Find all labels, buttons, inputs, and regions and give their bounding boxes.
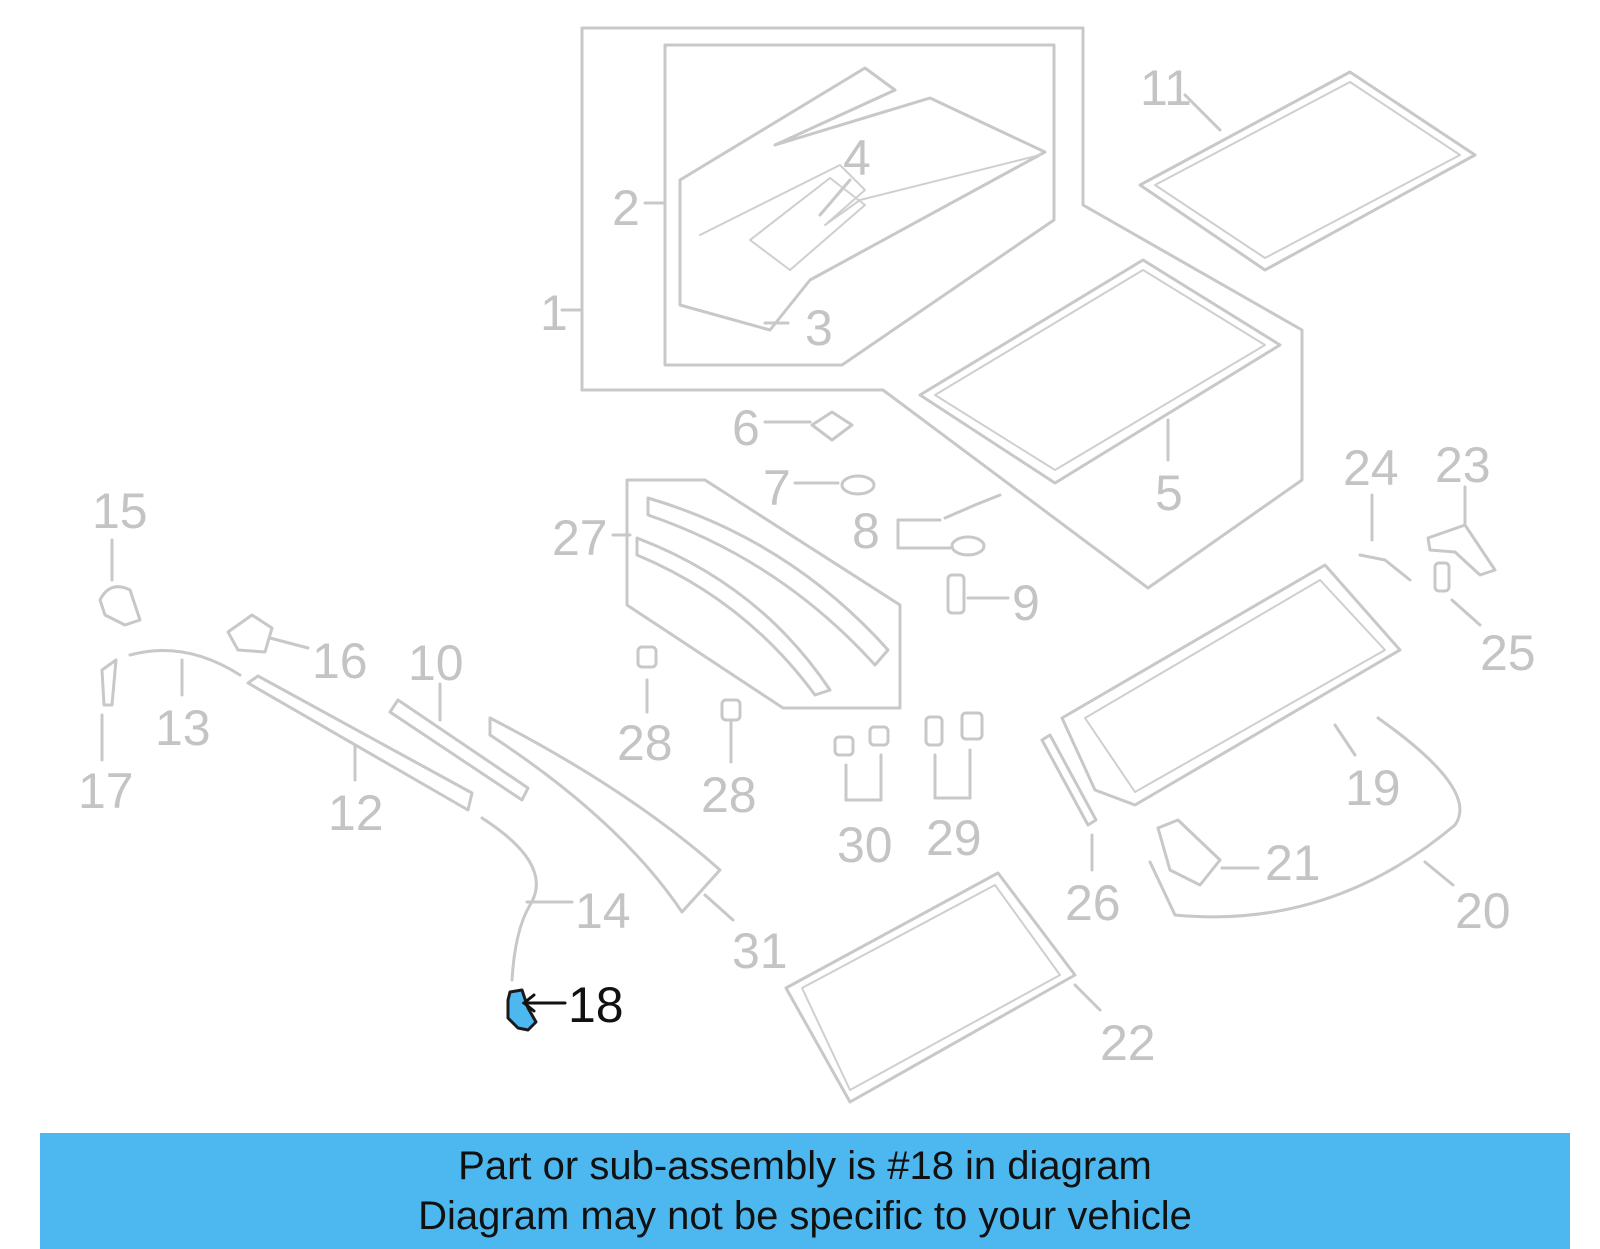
callout-19: 19 — [1345, 760, 1401, 816]
part-21-bracket — [1156, 818, 1222, 887]
part-13-seal — [128, 649, 242, 677]
callout-10: 10 — [408, 635, 464, 691]
callout-26: 26 — [1065, 875, 1121, 931]
part-22-glass — [784, 871, 1077, 1104]
part-27-frame — [625, 478, 902, 710]
callout-16: 16 — [312, 633, 368, 689]
part-11-panel-inner — [1154, 81, 1461, 259]
part-28-plug-2 — [720, 698, 742, 722]
part-17-fastener — [100, 658, 118, 707]
callout-5: 5 — [1155, 465, 1183, 521]
part-23-bracket — [1426, 523, 1497, 577]
callout-31: 31 — [732, 923, 788, 979]
callout-7: 7 — [763, 460, 791, 516]
banner-line-2: Diagram may not be specific to your vehi… — [418, 1194, 1192, 1238]
callout-13: 13 — [155, 700, 211, 756]
part-26-strip — [1040, 733, 1098, 827]
callout-18-arrowhead — [521, 993, 536, 1013]
part-20-seal — [1148, 716, 1462, 919]
part-29-bolt — [924, 715, 944, 747]
callout-17: 17 — [78, 763, 134, 819]
callout-28-second: 28 — [701, 767, 757, 823]
info-banner: Part or sub-assembly is #18 in diagram D… — [40, 1133, 1570, 1249]
part-31-molding — [488, 716, 722, 914]
callout-30: 30 — [837, 817, 893, 873]
part-9-bolt — [946, 573, 966, 615]
part-12-rail — [246, 674, 474, 812]
callout-2: 2 — [612, 180, 640, 236]
part-5-glass — [918, 258, 1282, 485]
callout-23: 23 — [1435, 437, 1491, 493]
callout-24: 24 — [1343, 440, 1399, 496]
callout-6: 6 — [732, 400, 760, 456]
callout-18: 18 — [568, 977, 624, 1033]
part-27-rail-lower — [635, 536, 832, 697]
part-29-bolt-2 — [960, 711, 984, 741]
callout-22: 22 — [1100, 1015, 1156, 1071]
callout-12: 12 — [328, 785, 384, 841]
part-24-hinge — [1358, 553, 1412, 582]
callout-1: 1 — [540, 285, 568, 341]
part-28-plug — [636, 645, 658, 669]
part-8-bracket — [943, 493, 1002, 520]
part-5-glass-inner — [934, 269, 1266, 471]
callout-11: 11 — [1140, 60, 1192, 116]
part-25-bolt — [1433, 561, 1451, 593]
callout-27: 27 — [552, 510, 608, 566]
callout-29: 29 — [926, 810, 982, 866]
part-11-panel — [1138, 70, 1477, 272]
assembly-1-frame — [580, 26, 1304, 590]
part-19-window — [1060, 563, 1402, 807]
part-14-hose — [480, 816, 538, 982]
part-8-washer — [950, 535, 986, 557]
part-7-washer — [840, 474, 876, 496]
part-10-strip — [388, 698, 530, 802]
callout-21: 21 — [1265, 835, 1321, 891]
part-30-plug — [833, 735, 855, 757]
part-6-clip — [810, 410, 854, 442]
part-4-plate — [749, 177, 866, 271]
callout-9: 9 — [1012, 575, 1040, 631]
callout-14: 14 — [575, 883, 631, 939]
callout-25: 25 — [1480, 625, 1536, 681]
part-15-clip — [98, 585, 142, 627]
callout-20: 20 — [1455, 883, 1511, 939]
headliner-detail — [699, 154, 1041, 236]
callout-3: 3 — [805, 300, 833, 356]
part-16-clip — [226, 613, 274, 654]
callout-4: 4 — [843, 130, 871, 186]
headliner-panel — [678, 66, 1047, 332]
part-19-window-inner — [1084, 579, 1386, 793]
assembly-2-frame — [663, 43, 1056, 367]
part-22-glass-inner — [801, 884, 1061, 1091]
part-30-plug-2 — [868, 725, 890, 747]
callout-15: 15 — [92, 483, 148, 539]
part-18-highlighted — [506, 988, 538, 1032]
part-27-rail — [646, 496, 890, 667]
callout-28: 28 — [617, 715, 673, 771]
banner-line-1: Part or sub-assembly is #18 in diagram — [458, 1144, 1152, 1188]
callout-8: 8 — [852, 503, 880, 559]
